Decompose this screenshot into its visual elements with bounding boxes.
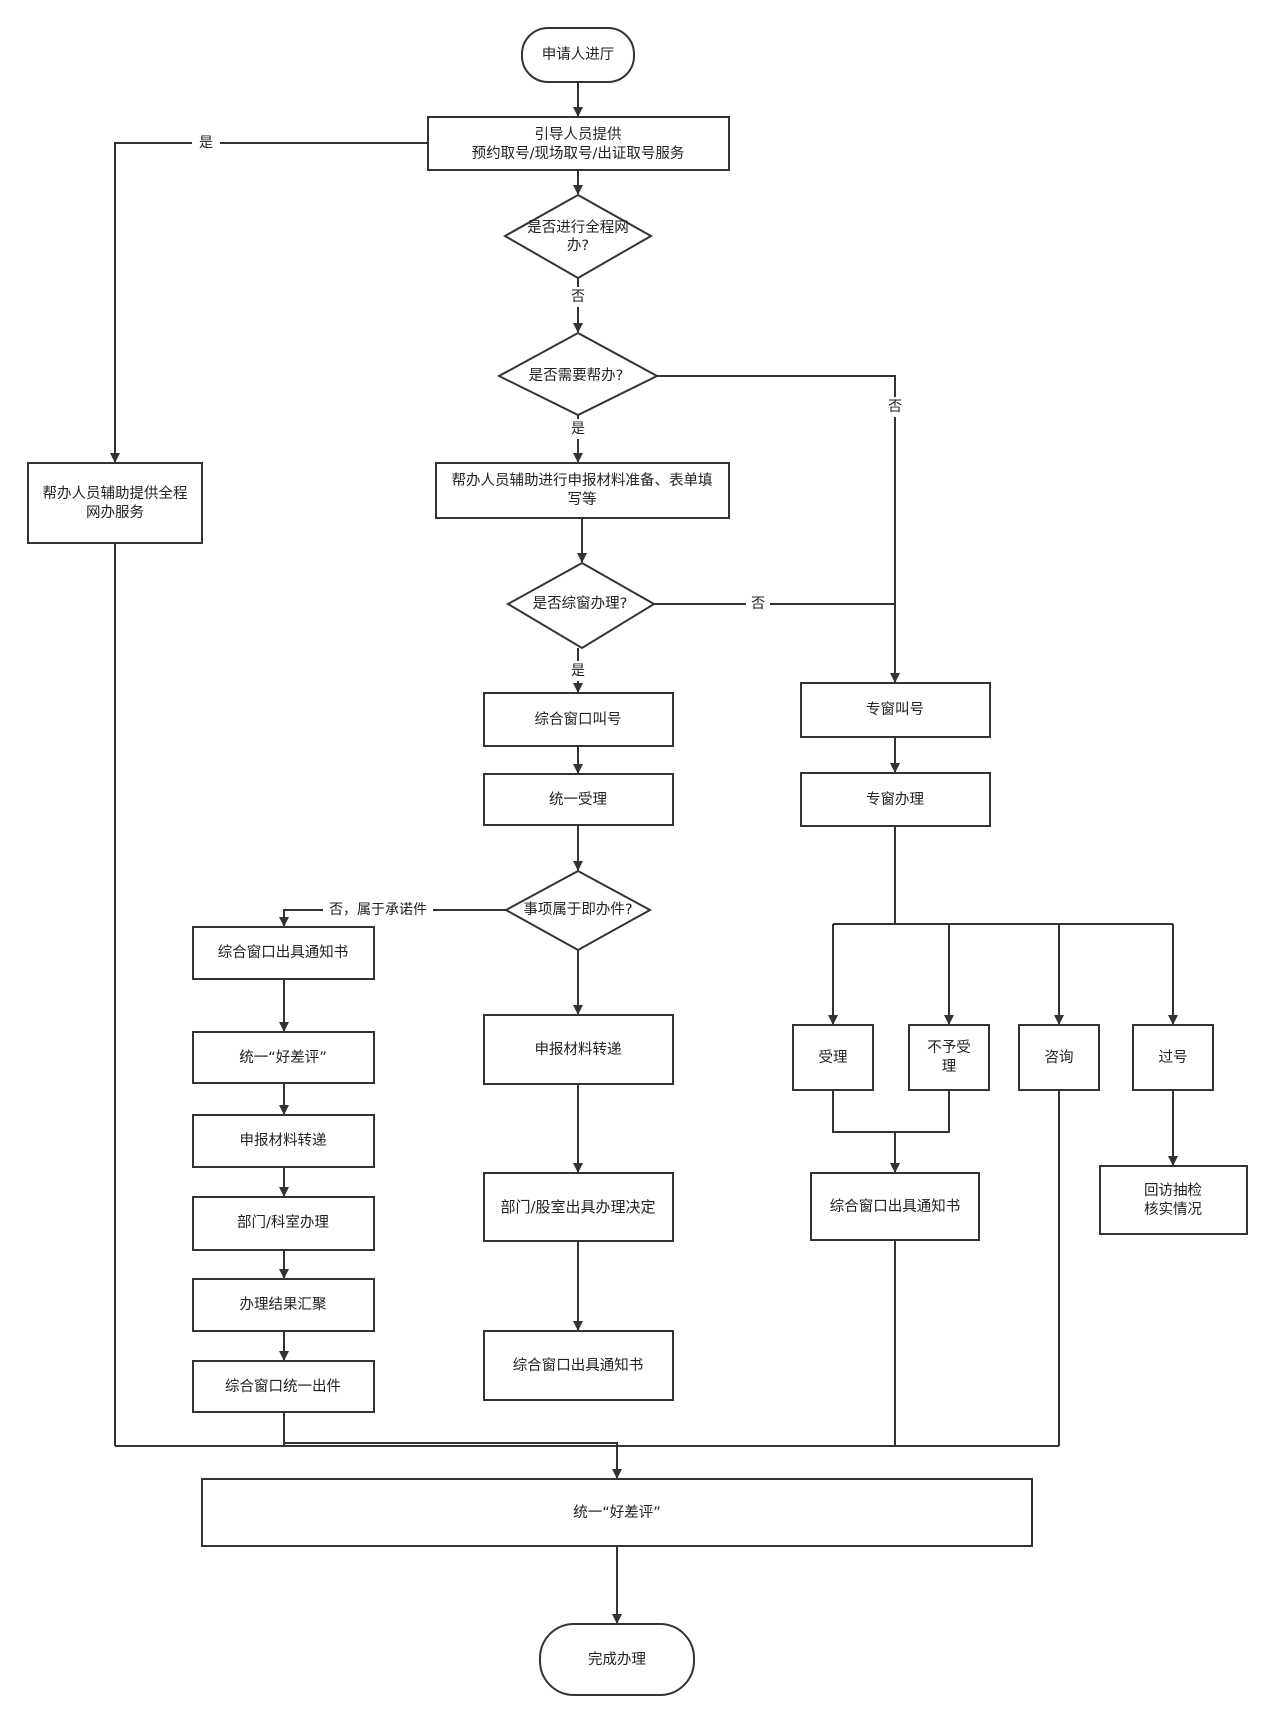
r-consult-box [1018,1024,1100,1091]
window-no-label: 否 [751,596,765,612]
r-revisit-line1: 回访抽检 [1144,1182,1202,1199]
help-no-label: 否 [888,399,902,415]
help-prepare-box [435,462,730,519]
connectors [110,82,1178,1624]
l-dept-label: 部门/科室办理 [237,1214,329,1231]
guide-label-line2: 预约取号/现场取号/出证取号服务 [472,145,685,162]
unified-accept-label: 统一受理 [549,791,607,808]
guide-label-line1: 引导人员提供 [535,126,622,143]
r-reject-box [908,1024,990,1091]
window-decision-label: 是否综窗办理? [533,594,628,612]
start-label: 申请人进厅 [542,46,615,63]
l-rating-box [192,1031,375,1084]
special-handle-box [800,772,991,827]
r-reject-line2: 理 [942,1059,957,1075]
node-labels: 申请人进厅 引导人员提供 预约取号/现场取号/出证取号服务 是否进行全程网 办?… [43,46,1203,1668]
instant-decision-label: 事项属于即办件? [523,901,632,918]
special-call-box [800,682,991,738]
final-rating-label: 统一“好差评” [573,1504,661,1521]
l-issue-label: 综合窗口统一出件 [225,1377,341,1395]
edge-merge-final [284,1442,622,1479]
l-gather-label: 办理结果汇聚 [240,1296,327,1313]
l-notice-box [192,926,375,980]
r-revisit-line2: 核实情况 [1144,1201,1202,1218]
edge-online-yes [110,142,428,463]
m-transfer-label: 申报材料转递 [535,1041,622,1058]
l-rating-label: 统一“好差评” [239,1049,327,1066]
end-terminal [539,1623,695,1696]
help-prepare-line1: 帮办人员辅助进行申报材料准备、表单填 [452,472,713,489]
r-notice-label: 综合窗口出具通知书 [830,1197,961,1215]
edge-accept-reject-merge [832,1090,950,1133]
l-issue-box [192,1360,375,1413]
help-decision-label: 是否需要帮办? [529,367,624,384]
online-yes-label: 是 [199,135,213,151]
instant-no-label: 否，属于承诺件 [329,902,427,918]
l-gather-box [192,1278,375,1332]
guide-box [427,116,730,171]
r-notice-box [810,1172,980,1241]
edge-labels: 是 否 是 否 否 是 否，属于承诺件 [192,134,907,919]
l-notice-label: 综合窗口出具通知书 [218,943,349,961]
m-transfer-box [483,1014,674,1085]
online-decision-line1: 是否进行全程网 [527,218,629,236]
window-decision [505,561,656,650]
m-decision-box [483,1172,674,1242]
end-label: 完成办理 [588,1651,646,1668]
r-reject-line1: 不予受 [927,1039,971,1056]
zc-call-label: 综合窗口叫号 [535,710,622,728]
r-pass-box [1132,1024,1214,1091]
instant-decision [503,869,653,952]
m-decision-label: 部门/股室出具办理决定 [500,1198,655,1216]
l-transfer-label: 申报材料转递 [240,1132,327,1149]
r-consult-label: 咨询 [1045,1049,1074,1066]
start-terminal [521,27,635,83]
r-revisit-box [1099,1165,1248,1235]
help-online-line1: 帮办人员辅助提供全程 [43,484,188,502]
zc-call-box [483,692,674,747]
m-notice-label: 综合窗口出具通知书 [513,1356,644,1374]
window-yes-label: 是 [571,663,585,679]
edge-help-no [657,375,900,683]
online-no-label: 否 [571,289,585,305]
help-online-line2: 网办服务 [86,504,144,521]
online-decision [502,193,654,280]
unified-accept-box [483,773,674,826]
l-transfer-box [192,1114,375,1168]
m-notice-box [483,1330,674,1401]
online-decision-line2: 办? [567,237,589,254]
help-yes-label: 是 [571,421,585,437]
r-accept-label: 受理 [819,1049,848,1066]
special-call-label: 专窗叫号 [866,700,924,718]
r-pass-label: 过号 [1159,1049,1188,1066]
help-decision [496,331,660,417]
l-dept-box [192,1196,375,1251]
r-accept-box [792,1024,874,1091]
final-rating-box [201,1478,1033,1547]
help-prepare-line2: 写等 [568,490,597,508]
special-handle-label: 专窗办理 [866,790,924,808]
edge-instant-no [279,909,508,927]
shapes [27,27,1248,1696]
help-online-box [27,462,203,544]
